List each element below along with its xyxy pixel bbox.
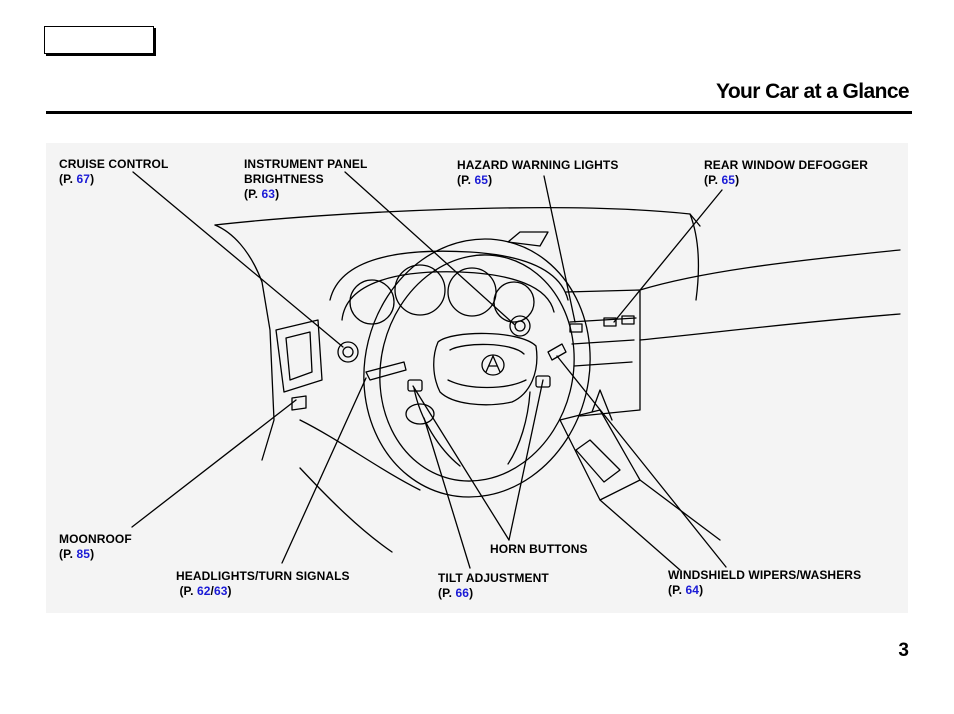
page-reference: (P. 64) <box>668 583 704 597</box>
page-link[interactable]: 85 <box>76 547 91 561</box>
page-link[interactable]: 65 <box>721 173 736 187</box>
page-reference: (P. 62/63) <box>179 584 232 598</box>
callout-label: CRUISE CONTROL <box>59 157 169 171</box>
callout-label: BRIGHTNESS <box>244 172 324 186</box>
callout-moonroof: MOONROOF (P. 85) <box>59 532 132 562</box>
callout-windshield-wipers-washers: WINDSHIELD WIPERS/WASHERS (P. 64) <box>668 568 861 598</box>
page-link[interactable]: 67 <box>76 172 91 186</box>
page-link[interactable]: 63 <box>261 187 276 201</box>
page-link[interactable]: 66 <box>455 586 470 600</box>
callout-cruise-control: CRUISE CONTROL (P. 67) <box>59 157 168 187</box>
callout-headlights-turn-signals: HEADLIGHTS/TURN SIGNALS (P. 62/63) <box>176 569 350 599</box>
page-reference: (P. 65) <box>704 173 740 187</box>
page-link[interactable]: 65 <box>474 173 489 187</box>
callout-hazard-warning-lights: HAZARD WARNING LIGHTS (P. 65) <box>457 158 618 188</box>
title-rule <box>46 111 912 114</box>
callout-label: WINDSHIELD WIPERS/WASHERS <box>668 568 862 582</box>
page-link[interactable]: 62 <box>196 584 211 598</box>
callout-label: HORN BUTTONS <box>490 542 588 556</box>
dashboard-illustration <box>46 143 908 613</box>
callout-label: TILT ADJUSTMENT <box>438 571 549 585</box>
callout-instrument-panel-brightness: INSTRUMENT PANEL BRIGHTNESS (P. 63) <box>244 157 367 202</box>
page-reference: (P. 63) <box>244 187 280 201</box>
page-link[interactable]: 64 <box>685 583 700 597</box>
page-reference: (P. 66) <box>438 586 474 600</box>
callout-label: REAR WINDOW DEFOGGER <box>704 158 868 172</box>
callout-horn-buttons: HORN BUTTONS <box>490 542 588 557</box>
callout-label: HEADLIGHTS/TURN SIGNALS <box>176 569 350 583</box>
callout-label: HAZARD WARNING LIGHTS <box>457 158 619 172</box>
contents-tab-button[interactable] <box>44 26 154 54</box>
page-reference: (P. 67) <box>59 172 95 186</box>
page-reference: (P. 65) <box>457 173 493 187</box>
callout-label: INSTRUMENT PANEL <box>244 157 368 171</box>
page-link[interactable]: 63 <box>213 584 228 598</box>
page-title: Your Car at a Glance <box>715 80 910 103</box>
page-reference: (P. 85) <box>59 547 95 561</box>
callout-rear-window-defogger: REAR WINDOW DEFOGGER (P. 65) <box>704 158 868 188</box>
callout-label: MOONROOF <box>59 532 132 546</box>
callout-tilt-adjustment: TILT ADJUSTMENT (P. 66) <box>438 571 549 601</box>
page-number: 3 <box>898 640 909 661</box>
